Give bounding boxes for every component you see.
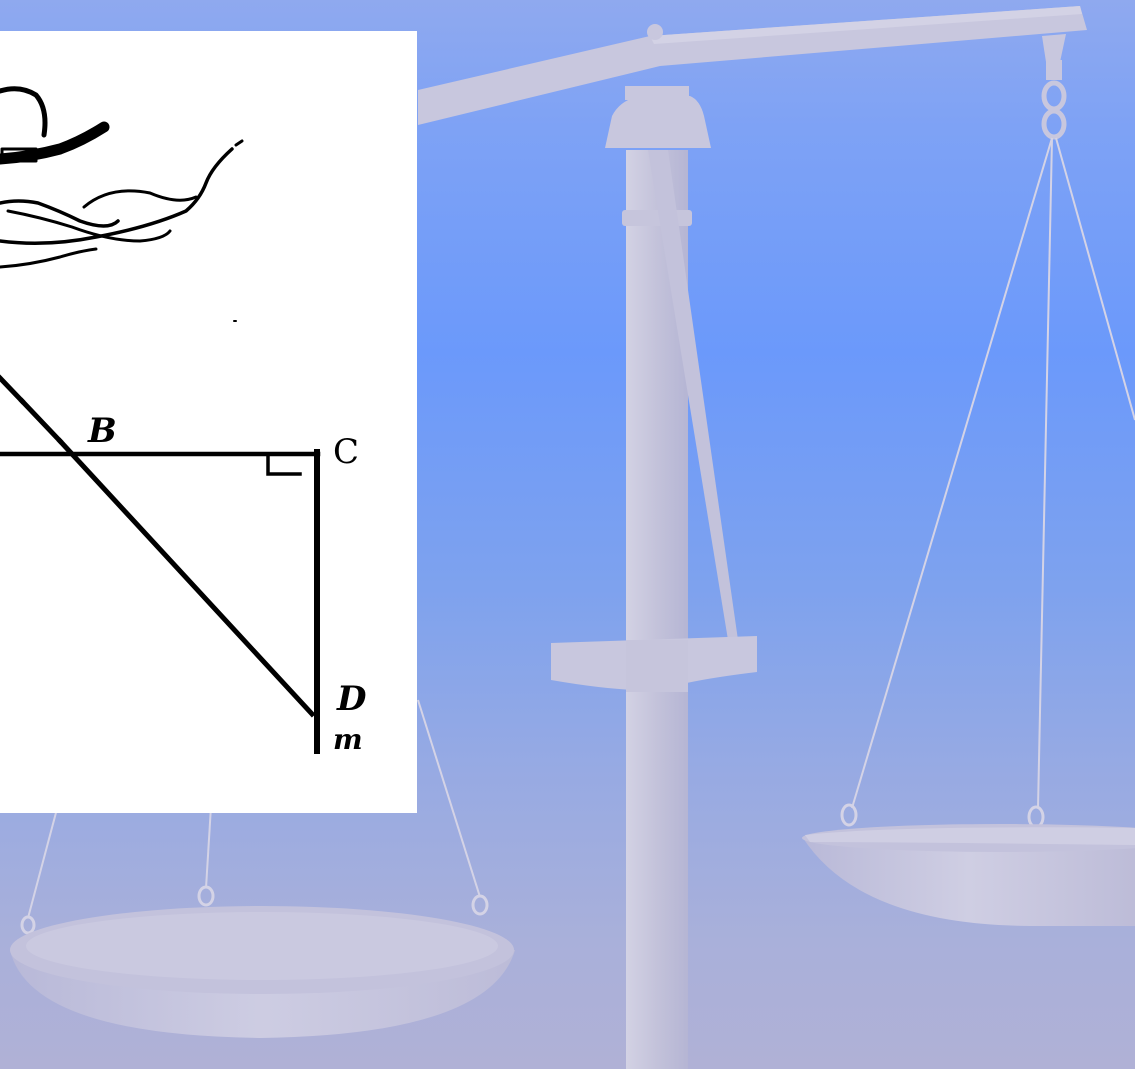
scale-pillar	[605, 86, 711, 1069]
scale-beam	[418, 6, 1087, 125]
right-hanger	[1041, 34, 1067, 140]
geometry-lines	[0, 374, 321, 754]
geometry-figure	[0, 86, 321, 754]
scale-crossbar	[551, 636, 757, 692]
point-c-label: C	[333, 432, 360, 472]
right-pan	[802, 824, 1135, 926]
ship-sketch-icon	[0, 86, 244, 322]
point-b-label: B	[88, 411, 117, 451]
scale-pointer	[648, 150, 738, 640]
point-d-label: D	[337, 679, 367, 719]
line-m-label: m	[333, 723, 363, 756]
left-pan	[10, 906, 515, 1038]
right-pan-hooks	[840, 803, 1045, 829]
right-pan-strings	[851, 137, 1135, 809]
diagram-panel: B C D m	[0, 31, 417, 813]
left-pan-hooks	[20, 885, 489, 935]
